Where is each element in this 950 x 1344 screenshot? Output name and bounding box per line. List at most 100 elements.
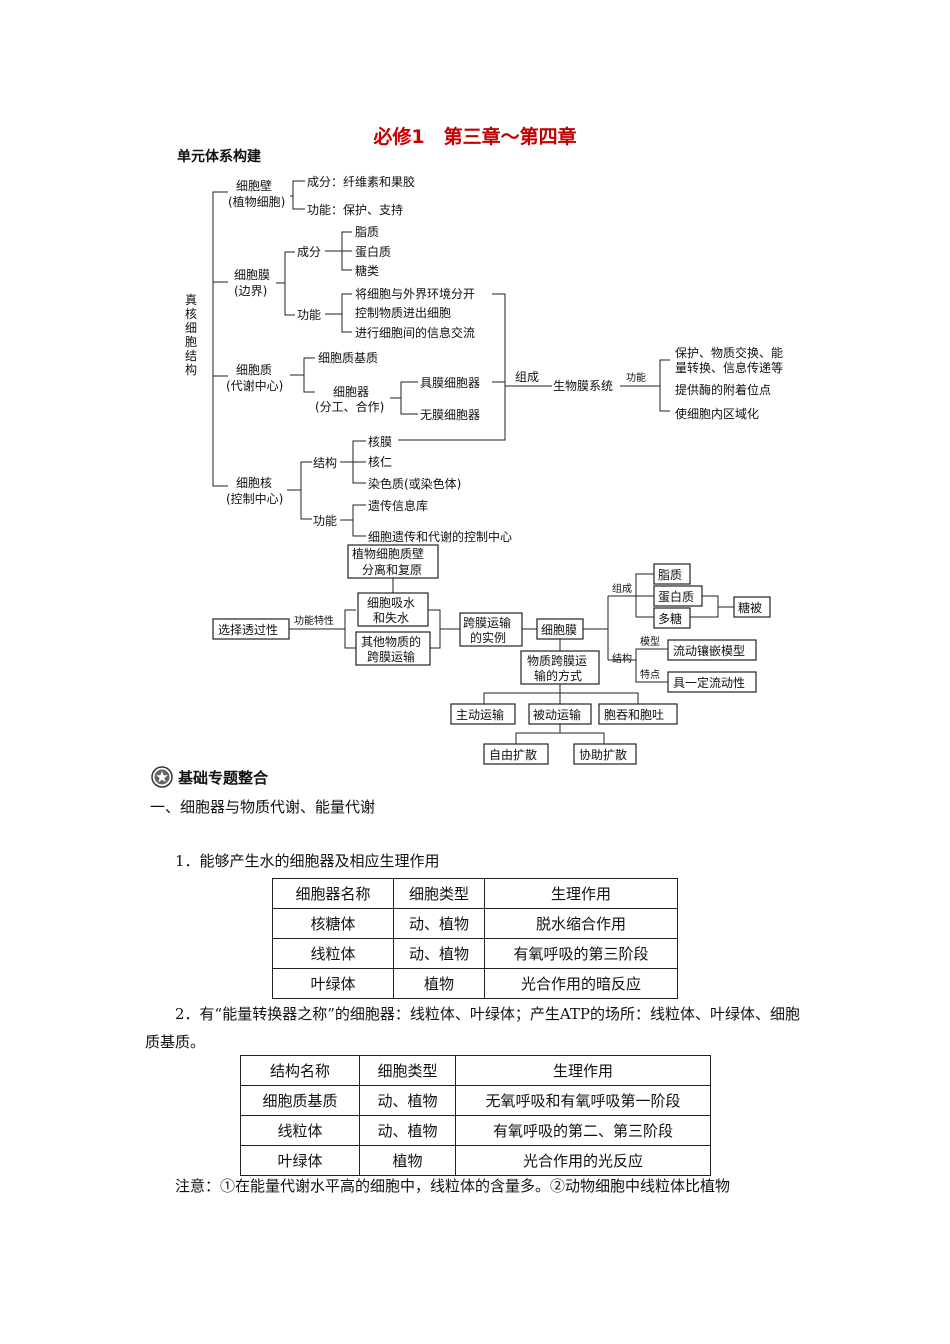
nucleus-structure: 核膜 (368, 435, 392, 449)
cell-wall-function: 功能：保护、支持 (307, 202, 403, 217)
table-cell: 核糖体 (272, 908, 394, 939)
table-row: 细胞器名称 细胞类型 生理作用 (272, 878, 678, 909)
membrane-component: 糖类 (355, 263, 379, 278)
lipid-box: 脂质 (658, 567, 682, 582)
model-label: 模型 (640, 635, 660, 648)
table-header-cell: 生理作用 (484, 878, 678, 909)
table-header-cell: 生理作用 (455, 1055, 711, 1086)
table-row: 核糖体 动、植物 脱水缩合作用 (272, 908, 678, 939)
section-heading: 基础专题整合 (150, 765, 268, 789)
atp-site-table: 结构名称 细胞类型 生理作用 细胞质基质 动、植物 无氧呼吸和有氧呼吸第一阶段 … (240, 1055, 711, 1176)
transport-example-box: 跨膜运输 (463, 615, 511, 630)
free-diffusion-box: 自由扩散 (489, 747, 537, 762)
cell-wall-composition: 成分：纤维素和果胶 (307, 174, 415, 189)
unit-heading: 单元体系构建 (177, 149, 261, 165)
feature-label: 特点 (640, 669, 660, 681)
passive-transport-box: 被动运输 (533, 707, 581, 722)
system-function: 保护、物质交换、能 (675, 345, 783, 360)
table-cell: 有氧呼吸的第三阶段 (484, 938, 678, 969)
paragraph: 1．能够产生水的细胞器及相应生理作用 (175, 852, 440, 870)
other-substance-box-line2: 跨膜运输 (367, 649, 415, 664)
membrane-function: 控制物质进出细胞 (355, 306, 451, 320)
nucleus-structure: 核仁 (368, 455, 392, 469)
table-header-cell: 结构名称 (240, 1055, 360, 1086)
transport-ways-box: 物质跨膜运 (527, 654, 587, 668)
model-box: 流动镶嵌模型 (673, 643, 745, 658)
nucleus-function: 细胞遗传和代谢的控制中心 (368, 529, 512, 544)
concept-map: 细胞壁 (植物细胞) 成分：纤维素和果胶 功能：保护、支持 细胞膜 (边界) 成… (212, 174, 783, 765)
biomembrane-system: 生物膜系统 (553, 379, 613, 393)
endo-exocytosis-box: 胞吞和胞吐 (604, 708, 664, 722)
nucleus-function: 遗传信息库 (368, 498, 428, 513)
paragraph: 2．有“能量转换器之称”的细胞器：线粒体、叶绿体；产生ATP的场所：线粒体、叶绿… (145, 1005, 800, 1051)
plasmolysis-box: 植物细胞质壁 (352, 546, 424, 561)
protein-box: 蛋白质 (658, 589, 694, 604)
membranous-organelles: 具膜细胞器 (420, 376, 480, 390)
nucleus-structure: 染色质(或染色体) (368, 476, 461, 491)
nucleus-name: 细胞核 (236, 476, 272, 490)
facilitated-diffusion-box: 协助扩散 (579, 747, 627, 762)
table-cell: 光合作用的光反应 (455, 1145, 711, 1176)
cell-membrane-box: 细胞膜 (541, 623, 577, 637)
other-substance-box: 其他物质的 (361, 634, 421, 649)
table-cell: 光合作用的暗反应 (484, 968, 678, 999)
table-row: 叶绿体 植物 光合作用的光反应 (240, 1145, 711, 1176)
table-cell: 动、植物 (393, 938, 485, 969)
subsection-title: 一、细胞器与物质代谢、能量代谢 (150, 798, 376, 816)
membrane-note: (边界) (234, 284, 267, 298)
table-cell: 植物 (359, 1145, 456, 1176)
compose-label: 组成 (515, 370, 539, 384)
note-paragraph: 注意：①在能量代谢水平高的细胞中，线粒体的含量多。②动物细胞中线粒体比植物 (175, 1177, 731, 1195)
table-row: 结构名称 细胞类型 生理作用 (240, 1055, 711, 1086)
table-cell: 动、植物 (359, 1085, 456, 1116)
table-cell: 脱水缩合作用 (484, 908, 678, 939)
organelle-water-table: 细胞器名称 细胞类型 生理作用 核糖体 动、植物 脱水缩合作用 线粒体 动、植物… (272, 878, 678, 999)
table-row: 细胞质基质 动、植物 无氧呼吸和有氧呼吸第一阶段 (240, 1085, 711, 1116)
page-title: 必修1 第三章～第四章 (373, 126, 577, 148)
table-cell: 线粒体 (240, 1115, 360, 1146)
table-cell: 植物 (393, 968, 485, 999)
membrane-function-label: 功能 (297, 308, 321, 322)
tree-root-label: 真核细胞结构 (184, 293, 197, 377)
cytoplasm-matrix: 细胞质基质 (318, 351, 378, 365)
water-box-line2: 和失水 (373, 610, 409, 625)
table-header-cell: 细胞类型 (359, 1055, 456, 1086)
table-cell: 动、植物 (393, 908, 485, 939)
membrane-component: 脂质 (355, 224, 379, 239)
transport-ways-box-line2: 输的方式 (534, 668, 582, 683)
glycocalyx-box: 糖被 (738, 600, 762, 615)
table-header-cell: 细胞类型 (393, 878, 485, 909)
nucleus-note: (控制中心) (226, 491, 283, 506)
cell-wall-name: 细胞壁 (236, 178, 272, 193)
table-row: 叶绿体 植物 光合作用的暗反应 (272, 968, 678, 999)
table-row: 线粒体 动、植物 有氧呼吸的第三阶段 (272, 938, 678, 969)
nucleus-structure-label: 结构 (313, 455, 337, 470)
cytoplasm-note: (代谢中心) (226, 378, 283, 393)
table-cell: 叶绿体 (240, 1145, 360, 1176)
membrane-composition-label: 成分 (297, 245, 321, 259)
transport-example-box-line2: 的实例 (470, 630, 506, 645)
non-membranous-organelles: 无膜细胞器 (420, 408, 480, 422)
table-cell: 线粒体 (272, 938, 394, 969)
table-cell: 细胞质基质 (240, 1085, 360, 1116)
organelle-name: 细胞器 (333, 385, 369, 399)
membrane-function: 将细胞与外界环境分开 (355, 286, 475, 301)
flow-compose-label: 组成 (612, 582, 632, 595)
table-row: 线粒体 动、植物 有氧呼吸的第二、第三阶段 (240, 1115, 711, 1146)
system-function: 量转换、信息传递等 (675, 360, 783, 375)
flow-structure-label: 结构 (612, 652, 632, 665)
function-property-label: 功能特性 (294, 614, 334, 627)
system-function: 使细胞内区域化 (675, 406, 759, 421)
plasmolysis-box-line2: 分离和复原 (362, 562, 422, 577)
table-cell: 有氧呼吸的第二、第三阶段 (455, 1115, 711, 1146)
cytoplasm-name: 细胞质 (236, 363, 272, 377)
membrane-component: 蛋白质 (355, 244, 391, 259)
selective-permeability: 选择透过性 (218, 623, 278, 637)
star-badge-icon (151, 766, 173, 788)
feature-box: 具一定流动性 (673, 675, 745, 690)
membrane-name: 细胞膜 (234, 268, 270, 282)
system-function: 提供酶的附着位点 (675, 382, 771, 397)
water-box: 细胞吸水 (367, 596, 415, 610)
active-transport-box: 主动运输 (456, 707, 504, 722)
function-label: 功能 (626, 371, 646, 384)
